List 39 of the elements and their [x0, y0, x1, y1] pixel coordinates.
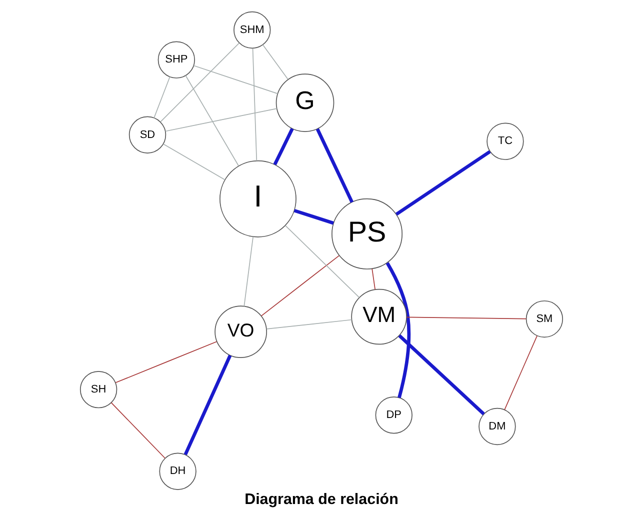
connector [115, 341, 218, 384]
connector [395, 150, 491, 216]
node-circle: DM [478, 408, 516, 446]
connector [273, 128, 294, 166]
node-circle: SM [526, 300, 564, 338]
connector [110, 402, 166, 459]
connector [154, 76, 170, 118]
node-circle: VM [351, 288, 407, 345]
connector [160, 42, 240, 122]
connector [406, 316, 527, 320]
connector [284, 225, 360, 298]
node-circle: DH [159, 452, 196, 490]
node-circle: SD [128, 116, 166, 154]
connector [244, 236, 254, 307]
connector [316, 128, 354, 203]
node-circle: DP [375, 396, 412, 434]
node-circle: SHM [234, 11, 271, 49]
connector [266, 319, 352, 330]
node-circle: I [220, 160, 296, 238]
connector [252, 48, 258, 162]
connector [262, 44, 288, 80]
node-circle: SHP [158, 41, 196, 78]
connector [294, 208, 334, 225]
connector [386, 262, 411, 398]
node-circle: TC [486, 122, 524, 160]
node-circle: SH [80, 370, 118, 408]
node-circle: VO [214, 306, 268, 358]
node-circle: PS [332, 198, 403, 270]
connector [504, 335, 538, 410]
node-circle: G [276, 74, 334, 132]
caption: Diagrama de relación [244, 491, 398, 508]
connector [372, 268, 376, 290]
connector [184, 354, 232, 456]
connector [193, 65, 278, 94]
connector [162, 144, 226, 180]
connector [260, 255, 340, 316]
connector [185, 75, 240, 166]
connector [164, 108, 278, 132]
connector [398, 334, 485, 416]
